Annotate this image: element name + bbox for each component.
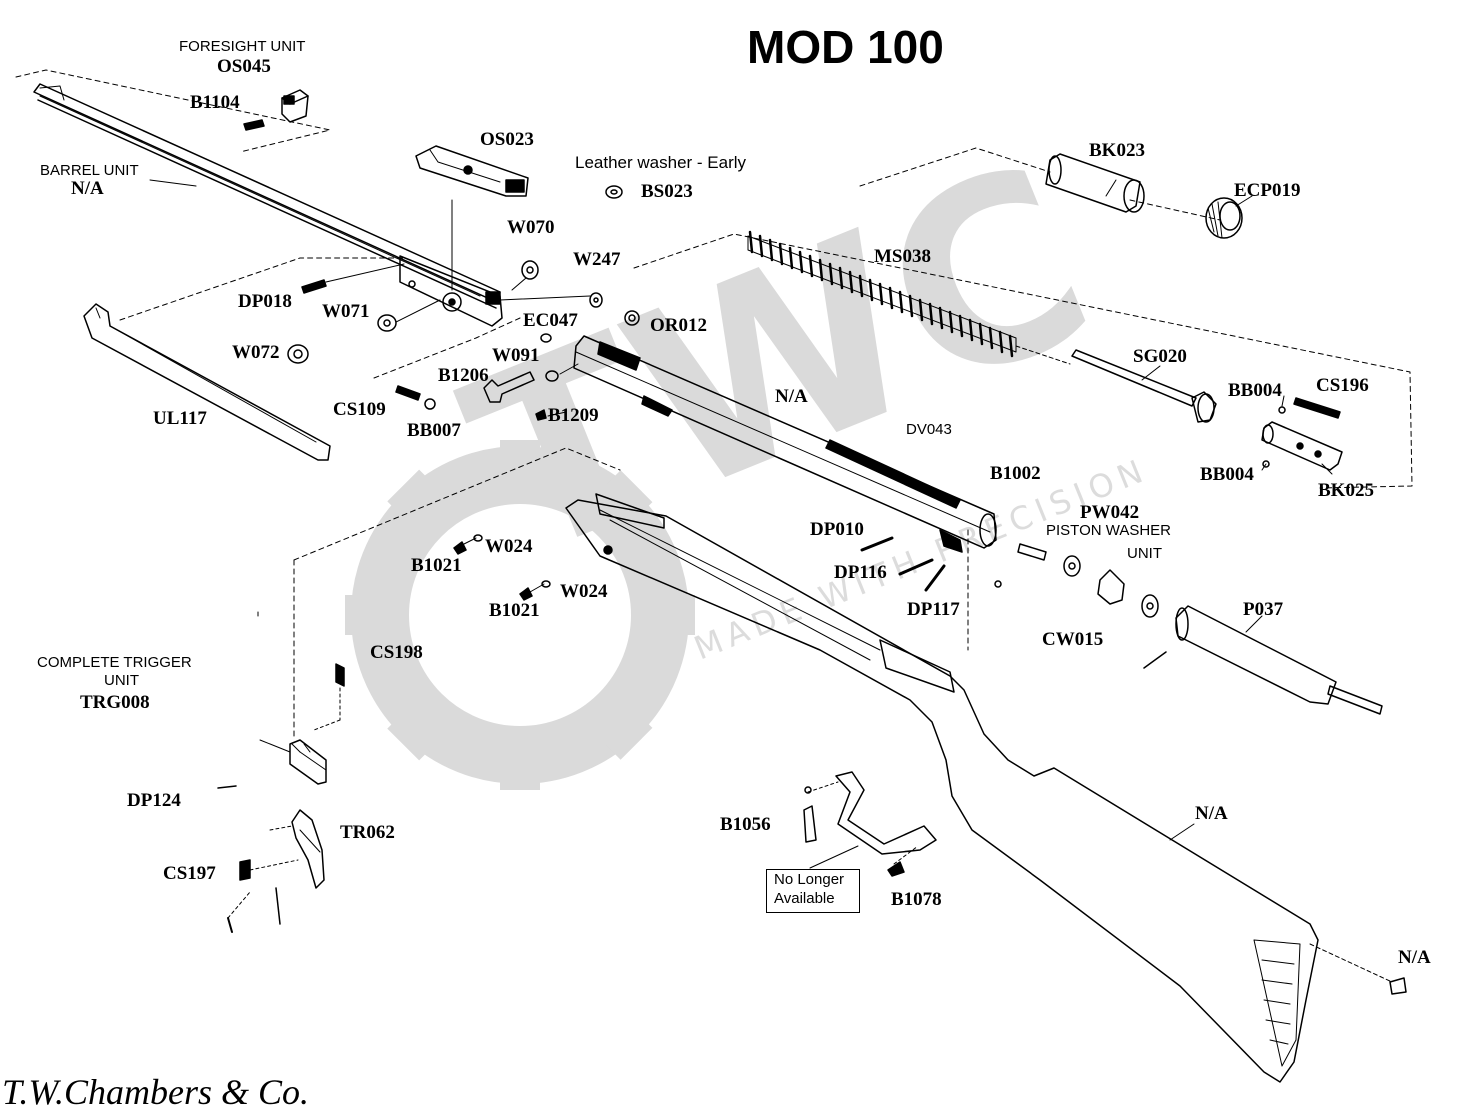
barrel-unit-name: BARREL UNIT	[40, 162, 139, 179]
part-label-ms038: MS038	[874, 246, 931, 267]
foresight-unit-name: FORESIGHT UNIT	[179, 38, 306, 55]
part-label-os023: OS023	[480, 129, 534, 150]
barrel-unit-code: N/A	[71, 178, 104, 199]
part-label-b1002: B1002	[990, 463, 1041, 484]
diagram-title: MOD 100	[747, 21, 944, 73]
part-label-cw015: CW015	[1042, 629, 1104, 650]
part-label-cs109: CS109	[333, 399, 386, 420]
compression-cylinder	[573, 335, 997, 553]
part-label-w070: W070	[507, 217, 555, 238]
part-label-b1056: B1056	[720, 814, 771, 835]
trigger-unit	[217, 663, 345, 933]
part-label-cs196: CS196	[1316, 375, 1369, 396]
part-label-w247: W247	[573, 249, 621, 270]
piston-washer-unit-code: PW042	[1080, 502, 1140, 523]
part-label-w091: W091	[492, 345, 540, 366]
trigger-unit-name: COMPLETE TRIGGER	[37, 654, 192, 671]
part-label-dp116: DP116	[834, 562, 887, 583]
part-label-dp010: DP010	[810, 519, 864, 540]
trigger-pins	[860, 536, 1047, 592]
part-label-w071: W071	[322, 301, 370, 322]
part-label-w024-top: W024	[485, 536, 533, 557]
trigger-unit-name-2: UNIT	[104, 672, 139, 689]
foresight-block	[243, 89, 309, 131]
leader-lines	[149, 179, 1333, 841]
underlever	[83, 303, 331, 461]
part-label-bs023: BS023	[641, 181, 693, 202]
part-label-ul117: UL117	[153, 408, 207, 429]
part-label-cs197: CS197	[163, 863, 216, 884]
part-label-cylinder-na: N/A	[775, 386, 808, 407]
part-label-dp124: DP124	[127, 790, 181, 811]
breech-block	[1261, 397, 1343, 471]
piston-washer-unit-name: PISTON WASHER	[1046, 522, 1172, 539]
part-label-bk023: BK023	[1089, 140, 1145, 161]
barrel	[33, 83, 503, 327]
foresight-unit-code: OS045	[217, 56, 271, 77]
part-label-ec047: EC047	[523, 310, 578, 331]
no-longer-available-box: No Longer Available	[766, 869, 860, 913]
leather-washer-note: Leather washer - Early	[575, 153, 747, 172]
part-label-b1021-bottom: B1021	[489, 600, 540, 621]
part-label-tr062: TR062	[340, 822, 395, 843]
part-label-bb004-bottom: BB004	[1200, 464, 1254, 485]
no-longer-available-line1: No Longer	[774, 871, 845, 888]
barrel-pivot-parts	[287, 263, 441, 364]
end-cap-parts	[1045, 153, 1243, 239]
part-label-dp117: DP117	[907, 599, 960, 620]
piston-parts	[1063, 555, 1383, 715]
part-label-cs198: CS198	[370, 642, 423, 663]
part-label-b1104: B1104	[190, 92, 240, 113]
cylinder-small-parts	[395, 333, 579, 421]
part-label-dv043: DV043	[906, 421, 952, 438]
part-label-ecp019: ECP019	[1234, 180, 1301, 201]
part-label-buttcap-na: N/A	[1398, 947, 1431, 968]
stock-fittings	[453, 534, 551, 601]
part-label-stock-na: N/A	[1195, 803, 1228, 824]
stock	[565, 493, 1407, 1083]
piston-washer-unit-name-2: UNIT	[1127, 545, 1162, 562]
cylinder-frame	[633, 147, 1413, 489]
part-label-p037: P037	[1243, 599, 1284, 620]
part-label-bk025: BK025	[1318, 480, 1374, 501]
publisher-footer: T.W.Chambers & Co.	[2, 1072, 310, 1112]
spring-guide	[1071, 349, 1217, 423]
part-label-or012: OR012	[650, 315, 707, 336]
foresight-unit-frame	[15, 69, 331, 153]
part-label-bb007: BB007	[407, 420, 461, 441]
small-washers	[499, 185, 640, 326]
part-label-w024-bottom: W024	[560, 581, 608, 602]
part-label-b1021-top: B1021	[411, 555, 462, 576]
barrel-frame	[119, 257, 521, 379]
part-label-dp018: DP018	[238, 291, 292, 312]
trigger-guard	[803, 771, 937, 877]
no-longer-available-line2: Available	[774, 890, 835, 907]
part-label-b1209: B1209	[548, 405, 599, 426]
trigger-frame	[293, 447, 969, 741]
trigger-unit-code: TRG008	[80, 692, 150, 713]
part-label-sg020: SG020	[1133, 346, 1187, 367]
rear-sight	[415, 145, 529, 197]
main-spring	[747, 230, 1071, 365]
part-label-w072: W072	[232, 342, 280, 363]
part-label-bb004-top: BB004	[1228, 380, 1282, 401]
twc-watermark-logo: TWC MADE WITH PRECISION	[345, 109, 1153, 790]
part-label-b1206: B1206	[438, 365, 489, 386]
part-label-b1078: B1078	[891, 889, 942, 910]
